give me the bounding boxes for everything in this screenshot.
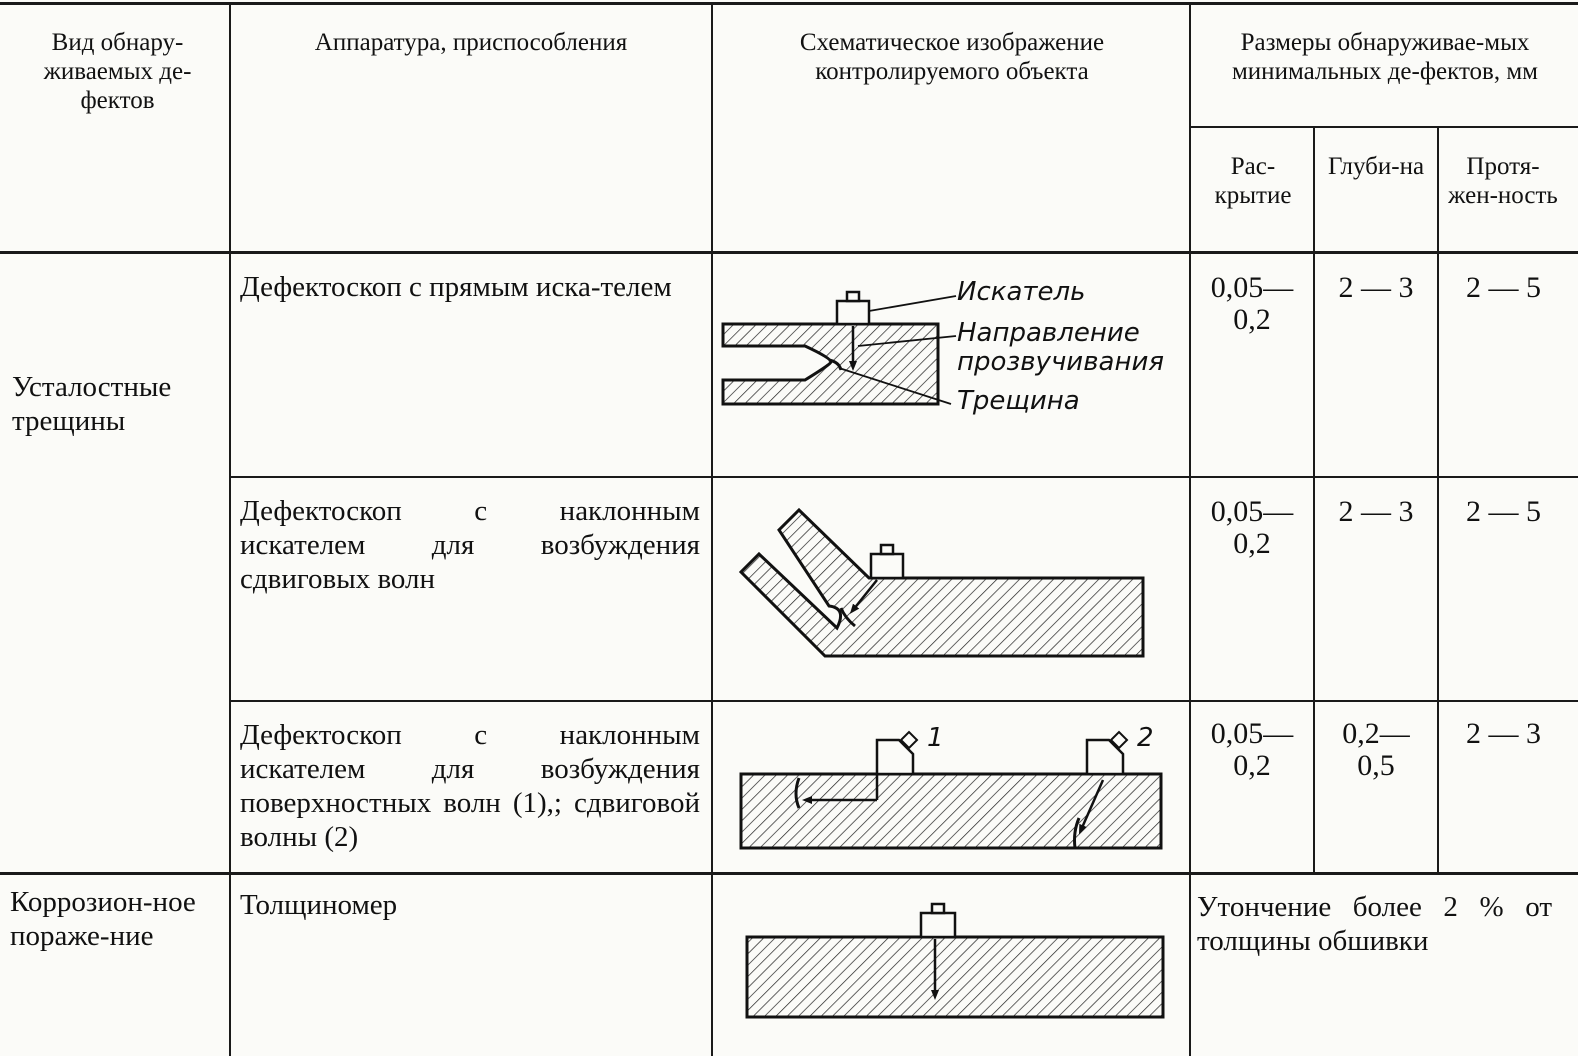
opening-row3: 0,05— 0,2 <box>1193 718 1311 782</box>
shear-wave-arrow <box>1078 779 1105 835</box>
plate-skin <box>745 935 1165 1019</box>
opening-row3-line2: 0,2 <box>1233 749 1271 782</box>
label-probe-1: 1 <box>927 723 944 753</box>
probe-body <box>835 299 871 326</box>
header-dimensions: Размеры обнаруживае-мых минимальных де-ф… <box>1231 29 1539 85</box>
defect-fatigue-cracks: Усталостные трещины <box>12 371 172 437</box>
diagram-surface-shear: 1 2 <box>739 723 1163 850</box>
probe-body <box>919 911 957 939</box>
label-crack: Трещина <box>957 386 1080 416</box>
rule-subheader <box>1190 126 1578 128</box>
opening-row1-line1: 0,05— <box>1210 271 1294 304</box>
probe-body <box>869 552 905 580</box>
header-apparatus: Аппаратура, приспособления <box>314 29 628 56</box>
label-probe-2: 2 <box>1137 723 1154 753</box>
diagram-angled-probe-shear <box>738 507 1145 658</box>
rule-col2 <box>711 2 713 1056</box>
leader-crack <box>838 367 952 405</box>
rule-sub2 <box>1437 126 1439 874</box>
crack-1 <box>794 777 801 809</box>
rule-col3 <box>1189 2 1191 1056</box>
probe-connector <box>930 902 946 915</box>
label-direction-line2: прозвучивания <box>957 347 1164 377</box>
defect-corrosion: Коррозион-ное пораже-ние <box>10 886 196 952</box>
rule-row1 <box>231 476 1578 478</box>
depth-row1: 2 — 3 <box>1338 271 1414 304</box>
rule-row3 <box>0 872 1578 875</box>
rule-top <box>0 2 1578 5</box>
header-depth: Глуби-на <box>1327 153 1425 180</box>
opening-row2-line1: 0,05— <box>1210 495 1294 528</box>
header-schematic: Схематическое изображение контролируемог… <box>799 29 1105 85</box>
apparatus-row2: Дефектоскоп с наклонным искателем для во… <box>240 495 700 595</box>
probe-2-connector <box>1109 730 1129 750</box>
depth-row2: 2 — 3 <box>1338 495 1414 528</box>
length-row2: 2 — 5 <box>1466 495 1541 528</box>
corrosion-note: Утончение более 2 % от толщины обшивки <box>1197 891 1552 957</box>
depth-row3: 0,2— 0,5 <box>1317 718 1435 782</box>
apparatus-row4: Толщиномер <box>240 889 398 921</box>
depth-row3-line1: 0,2— <box>1342 717 1410 750</box>
opening-row3-line1: 0,05— <box>1210 717 1294 750</box>
opening-row1-line2: 0,2 <box>1233 303 1271 336</box>
rule-row2 <box>231 700 1578 702</box>
shear-wave-arrow <box>849 579 878 614</box>
opening-row2-line2: 0,2 <box>1233 527 1271 560</box>
rule-sub1 <box>1313 126 1315 874</box>
rule-col1 <box>229 2 231 1056</box>
leader-probe <box>868 295 957 312</box>
header-length: Протя-жен-ность <box>1448 153 1558 209</box>
label-probe: Искатель <box>957 277 1085 307</box>
plate-flat <box>739 772 1163 850</box>
crack-line <box>839 607 856 628</box>
probe-connector <box>845 290 861 303</box>
rule-header-bottom <box>0 251 1578 254</box>
leader-direction <box>857 335 957 347</box>
opening-row1: 0,05— 0,2 <box>1193 272 1311 336</box>
probe-1 <box>875 738 915 776</box>
label-direction-line1: Направление <box>957 318 1140 348</box>
depth-row3-line2: 0,5 <box>1357 749 1395 782</box>
plate-bent <box>738 507 1145 658</box>
length-row3: 2 — 3 <box>1466 717 1541 750</box>
length-row1: 2 — 5 <box>1466 271 1541 304</box>
plate-forked <box>721 322 940 406</box>
apparatus-row1: Дефектоскоп с прямым иска-телем <box>240 271 672 303</box>
opening-row2: 0,05— 0,2 <box>1193 496 1311 560</box>
apparatus-row3: Дефектоскоп с наклонным искателем для во… <box>240 719 700 853</box>
header-opening: Рас-крытие <box>1214 153 1292 209</box>
diagram-thickness-gauge <box>745 902 1165 1019</box>
crack-2 <box>1073 817 1081 849</box>
header-defect-type: Вид обнару-живаемых де-фектов <box>43 29 192 114</box>
diagram-straight-probe: Искатель Направление прозвучивания Трещи… <box>721 277 1164 416</box>
probe-2 <box>1085 738 1125 776</box>
probe-connector <box>879 543 895 556</box>
probe-1-connector <box>899 730 919 750</box>
